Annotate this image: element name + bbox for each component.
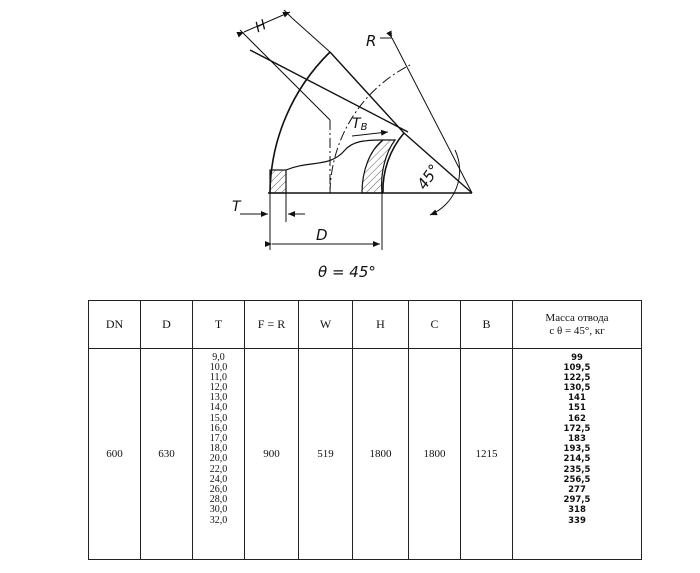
inner-contour bbox=[285, 139, 384, 171]
outer-straight bbox=[291, 17, 331, 53]
list-item: 172,5 bbox=[563, 423, 591, 434]
list-item: 297,5 bbox=[563, 495, 591, 506]
list-item: 11,0 bbox=[209, 371, 228, 383]
list-item: 183 bbox=[568, 434, 586, 444]
list-item: 214,5 bbox=[563, 454, 591, 465]
list-item: 15,0 bbox=[209, 412, 228, 424]
spec-table: DN D T F = R W H C B Масса отвода с θ = … bbox=[88, 300, 642, 560]
list-item: 318 bbox=[568, 505, 586, 516]
header-fr: F = R bbox=[244, 300, 299, 349]
header-w: W bbox=[298, 300, 353, 349]
label-r: R bbox=[366, 32, 376, 50]
cell-dn: 600 bbox=[88, 348, 141, 560]
header-mass-line2: с θ = 45°, кг bbox=[549, 324, 605, 337]
header-dn: DN bbox=[88, 300, 141, 349]
top-face bbox=[329, 51, 405, 134]
inner-straight bbox=[403, 132, 473, 194]
list-item: 141 bbox=[568, 393, 586, 404]
cell-d: 630 bbox=[140, 348, 193, 560]
label-h: H bbox=[253, 17, 270, 36]
list-item: 109,5 bbox=[563, 362, 591, 373]
elbow-drawing: H R TB 45° T D θ = 45° bbox=[232, 9, 473, 281]
list-item: 22,0 bbox=[209, 463, 228, 475]
list-item: 193,5 bbox=[563, 444, 591, 455]
label-theta: θ = 45° bbox=[318, 263, 376, 281]
header-h: H bbox=[352, 300, 409, 349]
list-item: 277 bbox=[568, 484, 586, 495]
cell-h: 1800 bbox=[352, 348, 409, 560]
list-item: 339 bbox=[568, 515, 586, 526]
angle-arc bbox=[429, 149, 461, 216]
table-header-row: DN D T F = R W H C B Масса отвода с θ = … bbox=[88, 300, 642, 349]
wall-section-left bbox=[269, 169, 287, 194]
header-c: C bbox=[408, 300, 461, 349]
list-item: 18,0 bbox=[209, 443, 228, 455]
h-dim bbox=[236, 11, 291, 38]
list-item: 235,5 bbox=[563, 464, 591, 475]
centerline-arc bbox=[329, 64, 411, 194]
list-item: 17,0 bbox=[209, 433, 228, 444]
list-item: 12,0 bbox=[209, 382, 228, 394]
list-item: 30,0 bbox=[209, 504, 228, 516]
header-mass: Масса отвода с θ = 45°, кг bbox=[512, 300, 642, 349]
list-item: 20,0 bbox=[209, 453, 228, 465]
inner-arc bbox=[382, 132, 405, 194]
list-item: 13,0 bbox=[209, 392, 228, 404]
label-t: T bbox=[232, 199, 242, 215]
cell-c: 1800 bbox=[408, 348, 461, 560]
wall-section-right bbox=[361, 139, 397, 194]
label-tb: TB bbox=[352, 116, 368, 133]
cell-fr: 900 bbox=[244, 348, 299, 560]
tb-leader bbox=[351, 129, 389, 137]
header-t: T bbox=[192, 300, 245, 349]
list-item: 16,0 bbox=[209, 422, 228, 434]
label-angle: 45° bbox=[413, 161, 443, 193]
list-item: 122,5 bbox=[563, 372, 591, 383]
list-item: 130,5 bbox=[563, 383, 591, 394]
h-ext-1 bbox=[239, 29, 331, 121]
top-end-line bbox=[249, 49, 409, 133]
list-item: 24,0 bbox=[209, 473, 228, 485]
list-item: 162 bbox=[568, 413, 586, 424]
header-mass-line1: Масса отвода bbox=[545, 311, 609, 324]
list-item: 26,0 bbox=[209, 483, 228, 495]
list-item: 28,0 bbox=[209, 494, 228, 506]
list-item: 99 bbox=[571, 352, 583, 363]
list-item: 9,0 bbox=[212, 351, 225, 363]
cell-b: 1215 bbox=[460, 348, 513, 560]
header-b: B bbox=[460, 300, 513, 349]
list-item: 256,5 bbox=[563, 474, 591, 485]
list-item: 14,0 bbox=[209, 402, 228, 414]
list-item: 32,0 bbox=[209, 514, 228, 526]
header-d: D bbox=[140, 300, 193, 349]
label-d: D bbox=[316, 226, 328, 244]
list-item: 151 bbox=[568, 403, 586, 414]
r-leader bbox=[386, 30, 473, 194]
list-item: 10,0 bbox=[209, 361, 228, 373]
cell-w: 519 bbox=[298, 348, 353, 560]
